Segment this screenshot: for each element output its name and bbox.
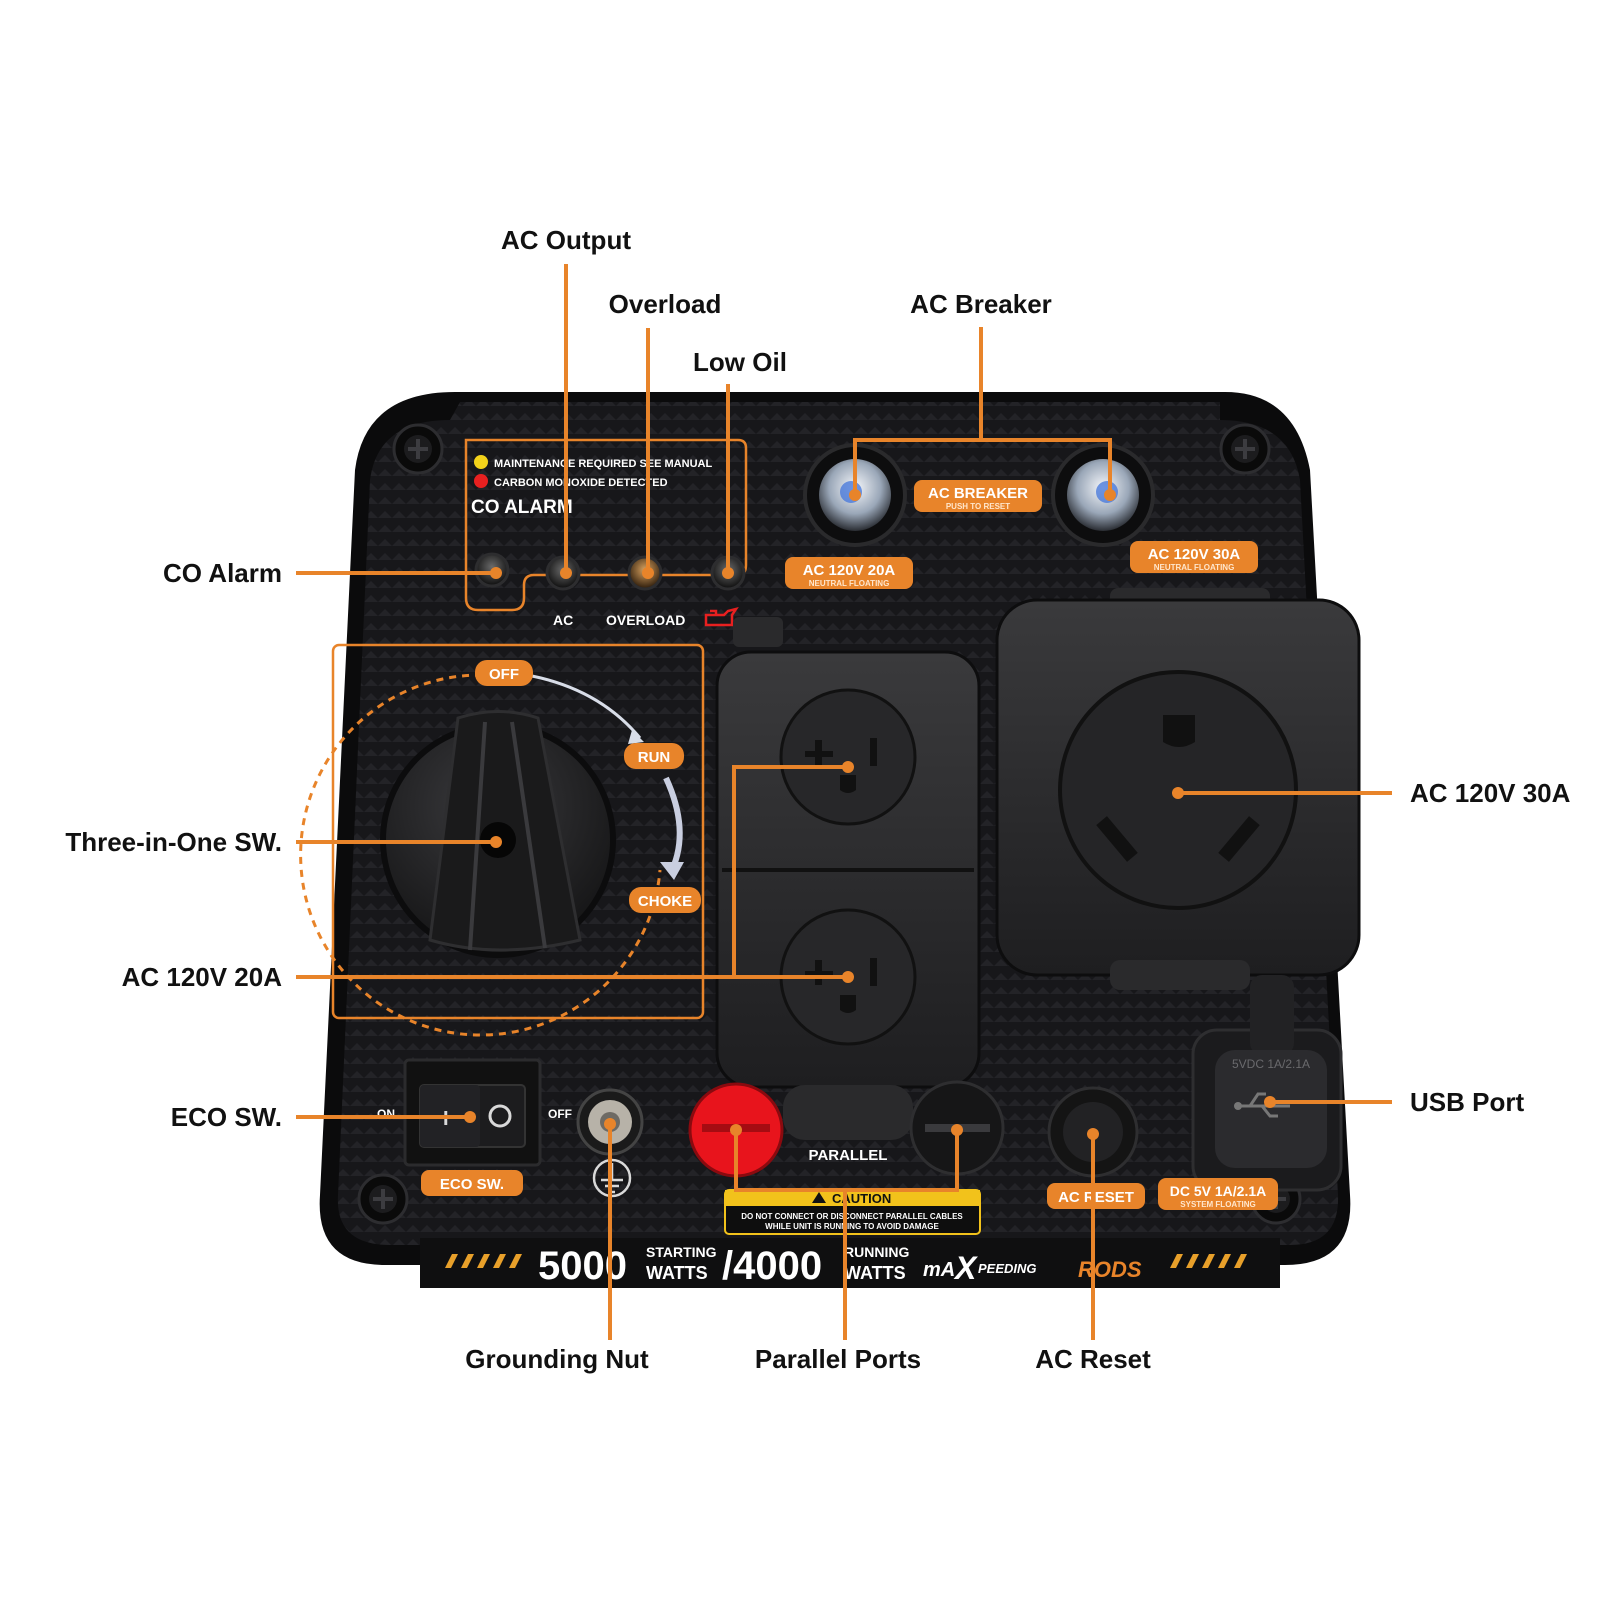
ac-reset-label: AC RESET <box>1047 1183 1145 1209</box>
leader-parallel-ports <box>734 1130 847 1340</box>
callout-usb-port: USB Port <box>1410 1087 1524 1117</box>
caution-line-1: DO NOT CONNECT OR DISCONNECT PARALLEL CA… <box>741 1212 963 1221</box>
brand-x: X <box>953 1250 978 1286</box>
callout-ac-breaker: AC Breaker <box>910 289 1052 319</box>
corner-screw-bottom-left <box>357 1173 409 1225</box>
control-panel: MAINTENANCE REQUIRED SEE MANUAL CARBON M… <box>299 392 1361 1288</box>
caution-line-2: WHILE UNIT IS RUNNING TO AVOID DAMAGE <box>765 1222 939 1231</box>
ac-breaker-30a-button[interactable] <box>1051 443 1155 547</box>
leader-lines <box>296 264 1392 1340</box>
maintenance-indicator-dot <box>474 455 488 469</box>
hazard-stripes-left <box>445 1254 522 1268</box>
dial-run-pill: RUN <box>624 743 684 769</box>
corner-screw-top-left <box>392 423 444 475</box>
ac-breaker-label: AC BREAKER PUSH TO RESET <box>914 480 1042 512</box>
dial-run-to-choke-arrow <box>663 776 683 872</box>
usb-rating-main: DC 5V 1A/2.1A <box>1170 1183 1266 1199</box>
callout-grounding-nut: Grounding Nut <box>465 1344 649 1374</box>
outlet-30a-rating-label: AC 120V 30A NEUTRAL FLOATING <box>1130 541 1258 573</box>
usb-rating-label: DC 5V 1A/2.1A SYSTEM FLOATING <box>1158 1178 1278 1210</box>
brand-rods: RODS <box>1078 1257 1142 1282</box>
callout-overload: Overload <box>609 289 722 319</box>
dial-off-pill: OFF <box>475 660 533 686</box>
warning-triangle-icon <box>812 1192 826 1203</box>
running-watts-word: WATTS <box>844 1263 906 1283</box>
eco-switch-label: ECO SW. <box>421 1170 523 1196</box>
ac-breaker-label-main: AC BREAKER <box>928 485 1028 502</box>
usb-rating-sub: SYSTEM FLOATING <box>1180 1200 1255 1209</box>
co-alarm-title: CO ALARM <box>471 497 573 518</box>
starting-watts-word: WATTS <box>646 1263 708 1283</box>
eco-switch-label-text: ECO SW. <box>440 1176 504 1193</box>
brand-peeding: PEEDING <box>978 1261 1037 1276</box>
callout-eco-sw: ECO SW. <box>171 1102 282 1132</box>
brand-ma: mA <box>923 1259 955 1281</box>
eco-off-label: OFF <box>548 1107 572 1121</box>
callout-ac-20a: AC 120V 20A <box>122 962 283 992</box>
brand-logo: mA X PEEDING RODS <box>923 1250 1142 1286</box>
starting-watts-value: 5000 <box>538 1244 627 1288</box>
callout-ac-output: AC Output <box>501 225 631 255</box>
ac-led-label: AC <box>553 612 573 628</box>
callout-labels: AC Output Overload Low Oil AC Breaker CO… <box>65 225 1570 1374</box>
starting-word: STARTING <box>646 1244 717 1260</box>
outlet-20a-rating-label: AC 120V 20A NEUTRAL FLOATING <box>785 557 913 589</box>
parallel-label: PARALLEL <box>809 1147 888 1164</box>
callout-parallel-ports: Parallel Ports <box>755 1344 921 1374</box>
co-detected-indicator-dot <box>474 474 488 488</box>
dial-choke-pill: CHOKE <box>629 887 701 913</box>
dial-choke-text: CHOKE <box>638 893 692 910</box>
ac-reset-label-text: AC RESET <box>1058 1189 1134 1206</box>
caution-sticker: CAUTION DO NOT CONNECT OR DISCONNECT PAR… <box>724 1189 981 1235</box>
running-watts-value: /4000 <box>722 1244 822 1288</box>
outlet-20a-rating-sub: NEUTRAL FLOATING <box>809 579 890 588</box>
corner-screw-top-right <box>1219 423 1271 475</box>
wattage-strip: 5000 STARTING WATTS /4000 RUNNING WATTS … <box>420 1238 1280 1288</box>
dial-frame <box>331 643 705 1020</box>
hazard-stripes-right <box>1170 1254 1247 1268</box>
usb-cap-text: 5VDC 1A/2.1A <box>1232 1057 1310 1071</box>
outlet-30a-rating-sub: NEUTRAL FLOATING <box>1154 563 1235 572</box>
dial-off-text: OFF <box>489 666 519 683</box>
caution-title: CAUTION <box>832 1191 891 1206</box>
dial-off-to-run-arrow <box>531 674 642 739</box>
running-word: RUNNING <box>844 1244 909 1260</box>
co-alarm-box: MAINTENANCE REQUIRED SEE MANUAL CARBON M… <box>464 438 748 612</box>
dial-run-text: RUN <box>638 749 671 766</box>
outlet-30a-rating-main: AC 120V 30A <box>1148 546 1241 563</box>
maintenance-required-text: MAINTENANCE REQUIRED SEE MANUAL <box>494 458 712 470</box>
ac-breaker-label-sub: PUSH TO RESET <box>946 502 1010 511</box>
callout-low-oil: Low Oil <box>693 347 787 377</box>
callout-three-in-one: Three-in-One SW. <box>65 827 282 857</box>
callout-ac-30a: AC 120V 30A <box>1410 778 1571 808</box>
overload-led-label: OVERLOAD <box>606 612 685 628</box>
ac-20a-outlet-top[interactable] <box>779 688 917 826</box>
callout-co-alarm: CO Alarm <box>163 558 282 588</box>
outlet-20a-rating-main: AC 120V 20A <box>803 562 896 579</box>
callout-ac-reset: AC Reset <box>1035 1344 1151 1374</box>
usb-icon <box>1234 1092 1290 1118</box>
leader-ac-breaker <box>853 327 983 495</box>
carbon-monoxide-detected-text: CARBON MONOXIDE DETECTED <box>494 477 668 489</box>
usb-port-cover[interactable]: 5VDC 1A/2.1A <box>1191 975 1343 1192</box>
